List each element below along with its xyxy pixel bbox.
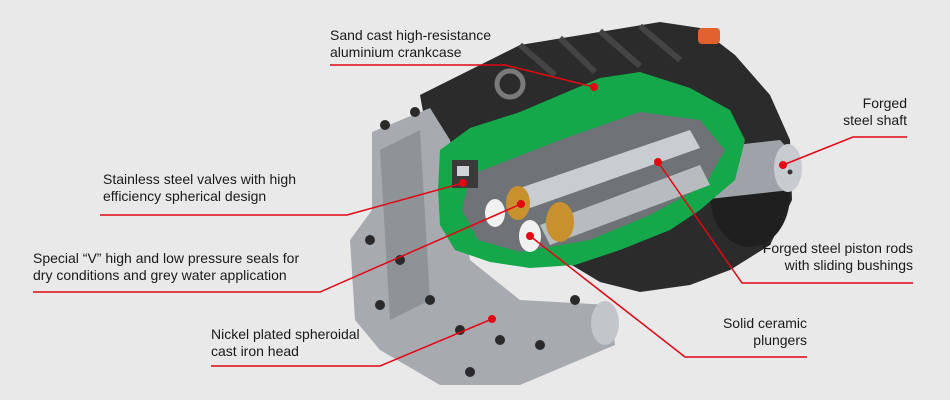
oil-cap [698,28,720,44]
leader-head [211,318,493,367]
crankcase-ribs [518,23,682,78]
label-head: Nickel plated spheroidal cast iron head [211,326,360,359]
label-valves: Stainless steel valves with high efficie… [103,171,296,204]
piston-rod-lower [540,165,710,245]
leader-plungers [529,235,807,358]
leader-seals [33,203,522,293]
v-seal-lower [546,202,574,242]
leader-piston-rods [657,161,913,284]
leader-valves [100,182,464,216]
shaft-face [774,144,802,192]
leader-crankcase [330,64,595,88]
callout-leaders [33,64,913,367]
label-seals: Special “V” high and low pressure seals … [33,250,300,283]
head-plug [591,301,619,345]
leader-shaft [782,136,907,166]
lifting-eye [494,68,526,100]
piston-rod-upper [520,130,700,208]
label-plungers: Solid ceramic plungers [722,315,807,348]
plunger-upper [485,199,505,227]
label-crankcase: Sand cast high-resistance aluminium cran… [330,27,492,60]
label-shaft: Forged steel shaft [843,95,907,128]
callout-dots [459,83,787,323]
head-bolts [365,107,580,377]
label-piston-rods: Forged steel piston rods with sliding bu… [762,240,913,273]
